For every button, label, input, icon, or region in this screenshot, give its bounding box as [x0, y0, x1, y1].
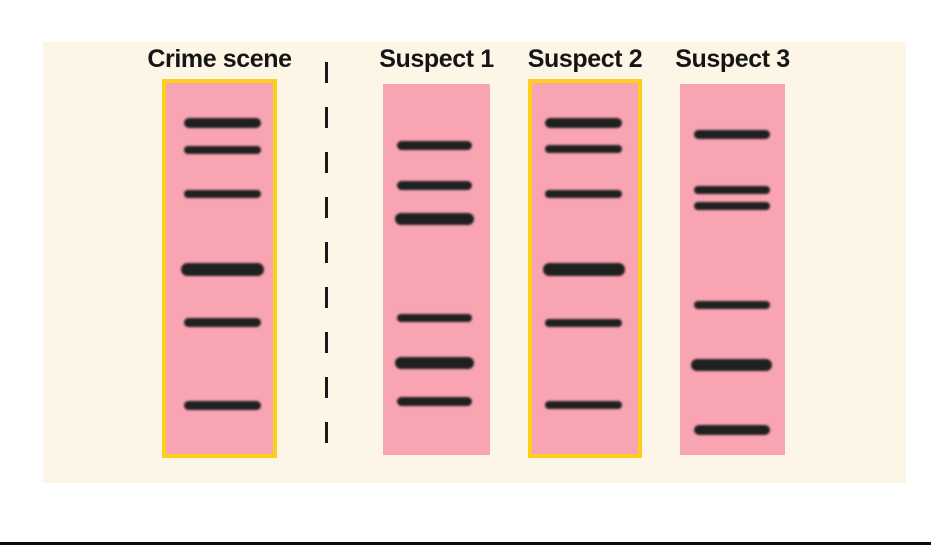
dashed-separator [325, 62, 328, 453]
dna-band [694, 301, 770, 309]
dna-band [397, 397, 472, 406]
dna-band [397, 181, 472, 190]
dna-band [181, 263, 264, 276]
gel-lane-suspect-3[interactable] [680, 84, 785, 455]
dna-band [545, 190, 622, 198]
dna-band [184, 118, 261, 128]
dna-band [691, 359, 772, 371]
gel-lane-suspect-2[interactable] [528, 79, 642, 458]
dna-band [545, 118, 622, 128]
dna-band [397, 314, 472, 322]
dna-band [694, 202, 770, 210]
gel-lane-suspect-1[interactable] [383, 84, 490, 455]
dna-band [545, 319, 622, 327]
dna-band [184, 146, 261, 154]
lane-label-suspect-1: Suspect 1 [379, 45, 494, 73]
dna-band [395, 213, 474, 225]
dna-band [694, 425, 770, 435]
dna-band [184, 401, 261, 410]
dna-band [395, 357, 474, 369]
lane-label-suspect-2: Suspect 2 [527, 45, 643, 73]
gel-lane-crime-scene[interactable] [162, 79, 277, 458]
dna-band [397, 141, 472, 150]
dna-band [694, 186, 770, 194]
dna-band [545, 401, 622, 409]
dna-band [184, 318, 261, 327]
dna-band [694, 130, 770, 139]
lane-label-suspect-3: Suspect 3 [675, 45, 790, 73]
dna-band [184, 190, 261, 198]
bottom-rule [0, 542, 931, 545]
dna-band [545, 145, 622, 153]
lane-label-crime-scene: Crime scene [147, 45, 292, 73]
dna-band [543, 263, 625, 276]
